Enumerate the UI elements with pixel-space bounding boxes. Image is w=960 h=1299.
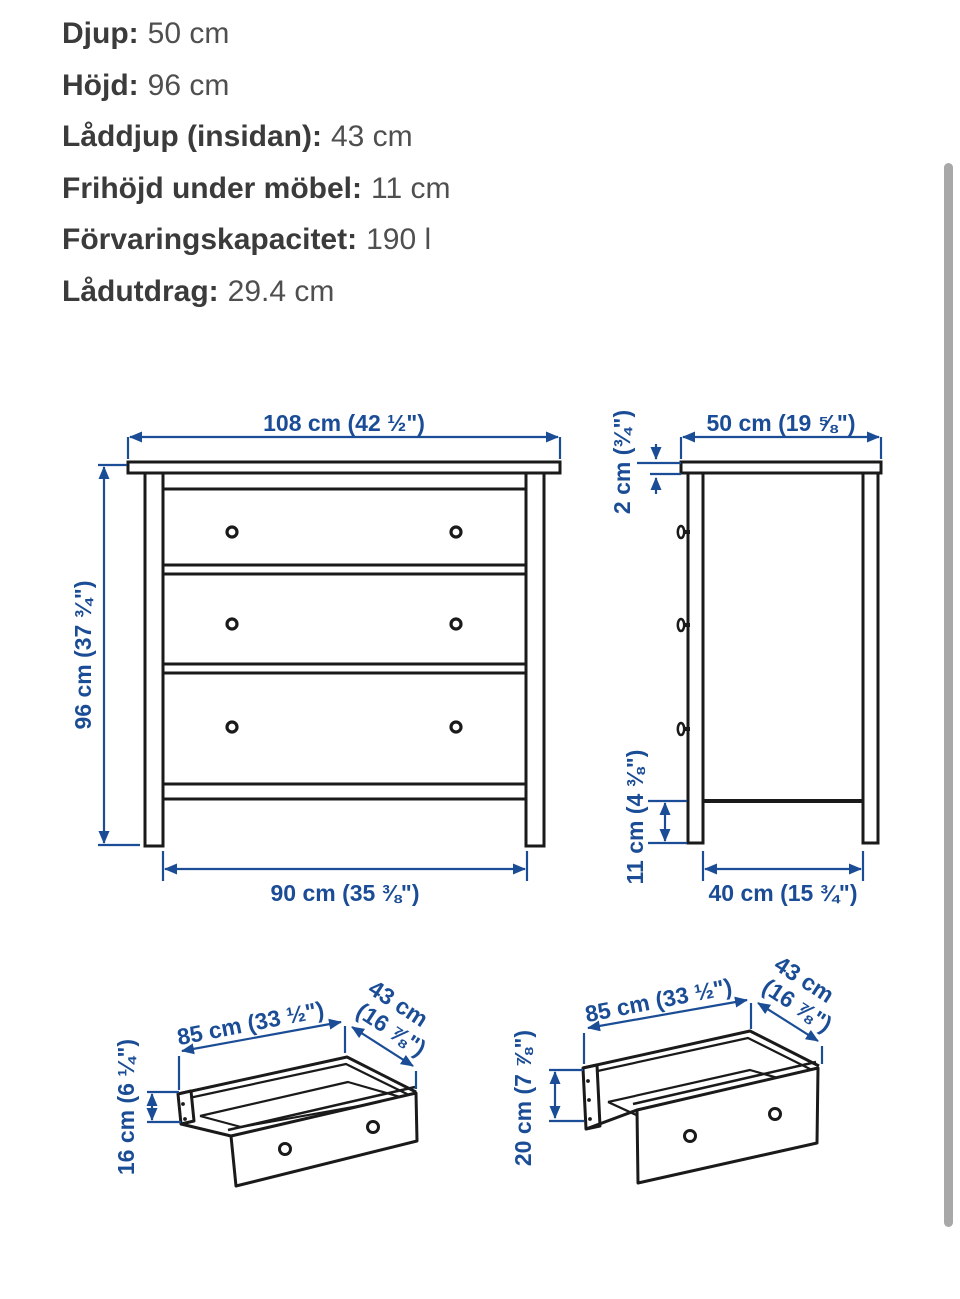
side-top-thickness-label: 2 cm (¾") <box>609 410 635 514</box>
spec-label: Förvaringskapacitet: <box>62 223 358 256</box>
side-clearance-label: 11 cm (4 ⅜") <box>622 750 648 885</box>
spec-row-extension: Lådutdrag:29.4 cm <box>62 266 450 318</box>
spec-value: 11 cm <box>371 171 451 205</box>
front-top-board <box>126 460 562 475</box>
side-front-leg <box>686 471 705 845</box>
spec-row-depth: Djup:50 cm <box>62 8 450 60</box>
small-drawer-height-label: 16 cm (6 ¼") <box>113 1039 139 1175</box>
front-height-label: 96 cm (37 ¾") <box>70 581 96 730</box>
screw-holes <box>181 1102 187 1121</box>
front-view-drawing <box>126 460 562 848</box>
spec-row-capacity: Förvaringskapacitet:190 l <box>62 214 450 266</box>
side-view-dimensions <box>637 431 883 881</box>
small-drawer-width-label: 85 cm (33 ½") <box>175 996 326 1050</box>
large-drawer-drawing <box>581 1029 820 1185</box>
spec-value: 50 cm <box>147 17 230 50</box>
spec-row-height: Höjd:96 cm <box>62 60 450 112</box>
side-back-leg <box>861 471 880 845</box>
side-depth-bottom-label: 40 cm (15 ¾") <box>709 880 858 906</box>
measurement-spec-list: Djup:50 cm Höjd:96 cm Låddjup (insidan):… <box>62 8 450 317</box>
side-top-board <box>679 460 883 475</box>
spec-value: 190 l <box>366 223 432 256</box>
drawer-knobs <box>278 1120 380 1156</box>
spec-label: Frihöjd under möbel: <box>62 171 362 205</box>
large-drawer-dimensions <box>549 996 824 1123</box>
spec-label: Djup: <box>62 17 139 50</box>
spec-value: 29.4 cm <box>227 274 335 308</box>
screw-holes <box>586 1079 592 1121</box>
spec-row-drawer-depth: Låddjup (insidan):43 cm <box>62 111 450 163</box>
front-width-bottom-label: 90 cm (35 ⅜") <box>271 880 420 906</box>
front-width-top-label: 108 cm (42 ½") <box>263 410 425 436</box>
spec-value: 43 cm <box>330 120 413 153</box>
front-view-dimensions <box>98 431 562 881</box>
spec-value: 96 cm <box>147 68 230 102</box>
drawer-knobs-side <box>676 524 690 737</box>
large-drawer-height-label: 20 cm (7 ⅞") <box>510 1030 536 1166</box>
scrollbar-thumb[interactable] <box>944 163 953 1227</box>
large-drawer-width-label: 85 cm (33 ½") <box>583 973 734 1027</box>
spec-label: Lådutdrag: <box>62 274 219 308</box>
spec-label: Låddjup (insidan): <box>62 120 322 153</box>
spec-label: Höjd: <box>62 68 139 102</box>
front-right-leg <box>524 471 546 848</box>
small-drawer-drawing <box>176 1055 419 1188</box>
drawer-knobs <box>683 1107 782 1143</box>
front-left-leg <box>143 471 165 848</box>
spec-row-clearance: Frihöjd under möbel: 11 cm <box>62 163 450 215</box>
side-view-drawing <box>676 460 883 845</box>
drawer-knobs-front <box>225 525 463 734</box>
side-depth-top-label: 50 cm (19 ⅝") <box>707 410 856 436</box>
small-drawer-dimensions <box>146 1018 418 1124</box>
